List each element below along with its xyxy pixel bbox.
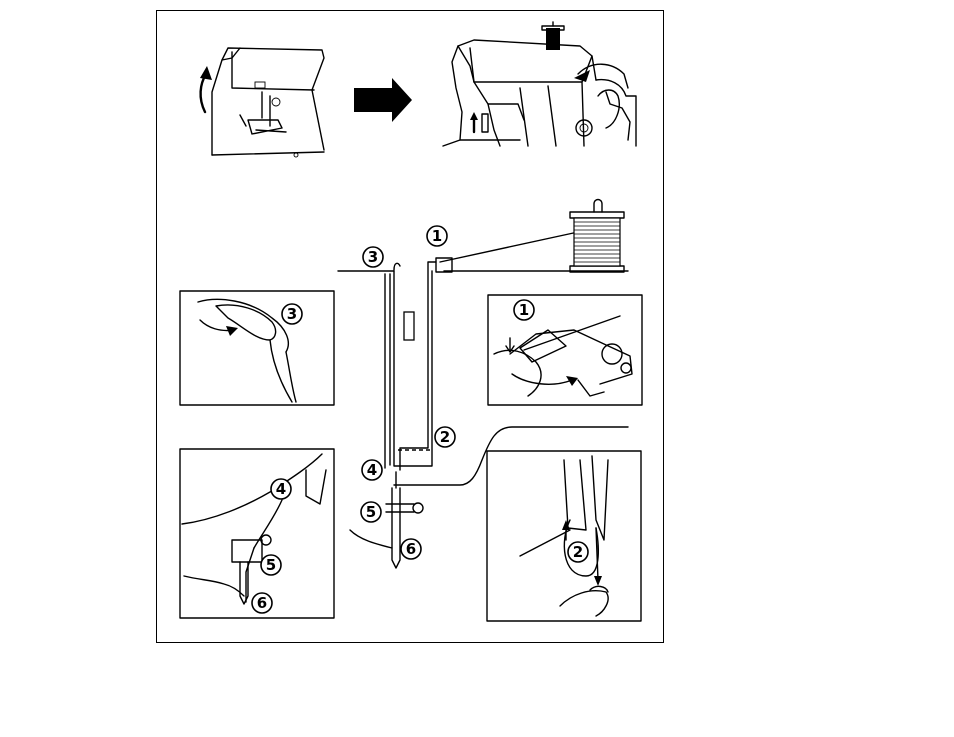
presser-foot-lever-illustration [200,48,324,157]
svg-text:4: 4 [367,461,377,479]
thread-spool-icon [570,200,624,273]
step-marker-4: 4 [362,460,382,480]
detail-thread-check [487,451,641,621]
step-marker-2: 2 [435,427,455,447]
detail-marker-3: 3 [282,304,302,324]
svg-text:2: 2 [573,543,583,561]
svg-text:2: 2 [440,428,450,446]
detail-thread-guide [488,295,642,405]
svg-text:1: 1 [432,227,442,245]
svg-text:4: 4 [276,480,286,498]
svg-text:1: 1 [519,301,529,319]
detail-needle-bar [180,449,334,618]
right-arrow-icon [354,78,412,122]
step-marker-5: 5 [361,502,381,522]
detail-marker-4: 4 [271,479,291,499]
svg-text:5: 5 [366,503,376,521]
step-marker-3: 3 [363,247,383,267]
svg-text:6: 6 [406,540,416,558]
step-marker-1: 1 [427,226,447,246]
detail-marker-6: 6 [252,593,272,613]
detail-marker-1: 1 [514,300,534,320]
svg-text:3: 3 [368,248,378,266]
detail-take-up-lever [180,291,334,405]
detail-marker-5: 5 [261,555,281,575]
top-spool-icon [542,22,564,50]
step-marker-6: 6 [401,539,421,559]
svg-text:5: 5 [266,556,276,574]
svg-text:6: 6 [257,594,267,612]
svg-text:3: 3 [287,305,297,323]
detail-marker-2: 2 [568,542,588,562]
machine-handwheel-illustration [443,22,636,146]
